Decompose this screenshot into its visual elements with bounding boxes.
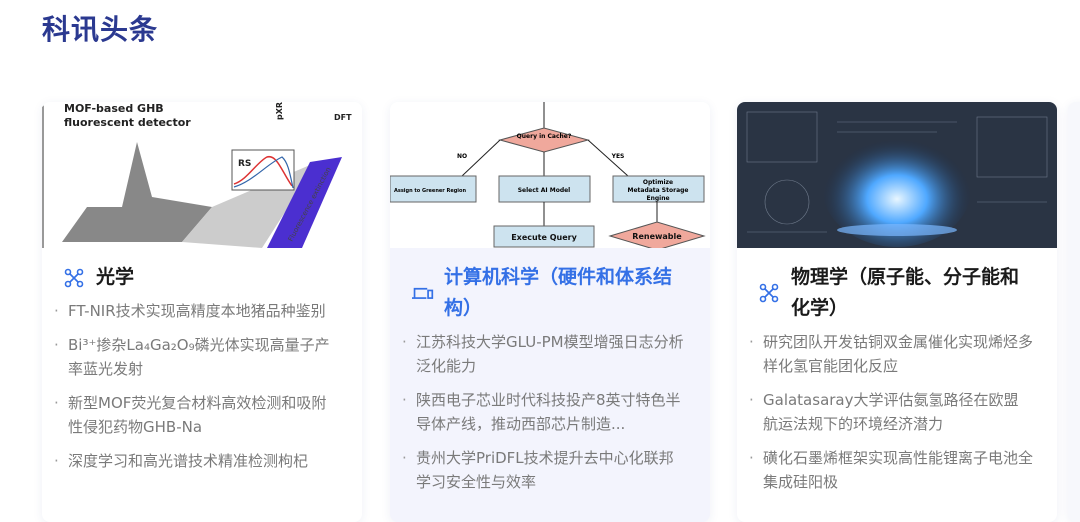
card-image-flowchart[interactable]: Query in Cache? NO YES Assign to Greener… [390,102,710,248]
news-card-computer-science[interactable]: Query in Cache? NO YES Assign to Greener… [390,102,710,522]
card-category[interactable]: 光学 [96,266,135,288]
news-item[interactable]: Galatasaray大学评估氨氢路径在欧盟航运法规下的环境经济潜力 [749,388,1033,436]
news-item[interactable]: FT-NIR技术实现高精度本地猪品种鉴别 [54,299,338,323]
news-card-next[interactable] [1068,102,1080,522]
image-text-execute-query: Execute Query [511,233,577,242]
news-card-physics[interactable]: 物理学（原子能、分子能和化学） 研究团队开发钴铜双金属催化实现烯烃多样化氢官能团… [737,102,1057,522]
network-icon [759,283,781,303]
image-text: Optimize [643,179,673,186]
image-text: MOF-based GHB [64,102,164,115]
card-category[interactable]: 计算机科学（硬件和体系结构） [444,266,673,319]
image-text: DFT [334,113,352,122]
image-text-renewable: Renewable [632,232,682,241]
news-item[interactable]: 江苏科技大学GLU-PM模型增强日志分析泛化能力 [402,330,686,378]
image-text: Metadata Storage [628,187,689,194]
image-text: Select AI Model [518,187,571,194]
image-text: RS [238,159,251,169]
news-item[interactable]: 磺化石墨烯框架实现高性能锂离子电池全集成硅阳极 [749,446,1033,494]
news-card-optics[interactable]: MOF-based GHB fluorescent detector RS pX… [42,102,362,522]
news-item[interactable]: 陕西电子芯业时代科技投产8英寸特色半导体产线，推动西部芯片制造... [402,388,686,436]
image-text: Engine [646,195,669,202]
card-image-mof-detector[interactable]: MOF-based GHB fluorescent detector RS pX… [42,102,362,248]
image-text: Assign to Greener Region [394,188,466,194]
news-item[interactable]: 贵州大学PriDFL技术提升去中心化联邦学习安全性与效率 [402,446,686,494]
news-item[interactable]: 新型MOF荧光复合材料高效检测和吸附性侵犯药物GHB-Na [54,391,338,439]
news-item[interactable]: 深度学习和高光谱技术精准检测枸杞 [54,449,338,473]
page-title: 科讯头条 [42,13,159,46]
image-text: Query in Cache? [517,133,572,140]
network-icon [64,268,86,288]
image-text: fluorescent detector [64,116,191,129]
devices-icon [412,283,434,303]
image-text: pXRD [275,102,284,120]
card-category[interactable]: 物理学（原子能、分子能和化学） [791,266,1020,319]
news-item[interactable]: Bi³⁺掺杂La₄Ga₂O₉磷光体实现高量子产率蓝光发射 [54,333,338,381]
image-text: NO [457,153,467,160]
image-text: YES [611,153,625,160]
card-image-blue-flame[interactable] [737,102,1057,248]
news-item[interactable]: 研究团队开发钴铜双金属催化实现烯烃多样化氢官能团化反应 [749,330,1033,378]
